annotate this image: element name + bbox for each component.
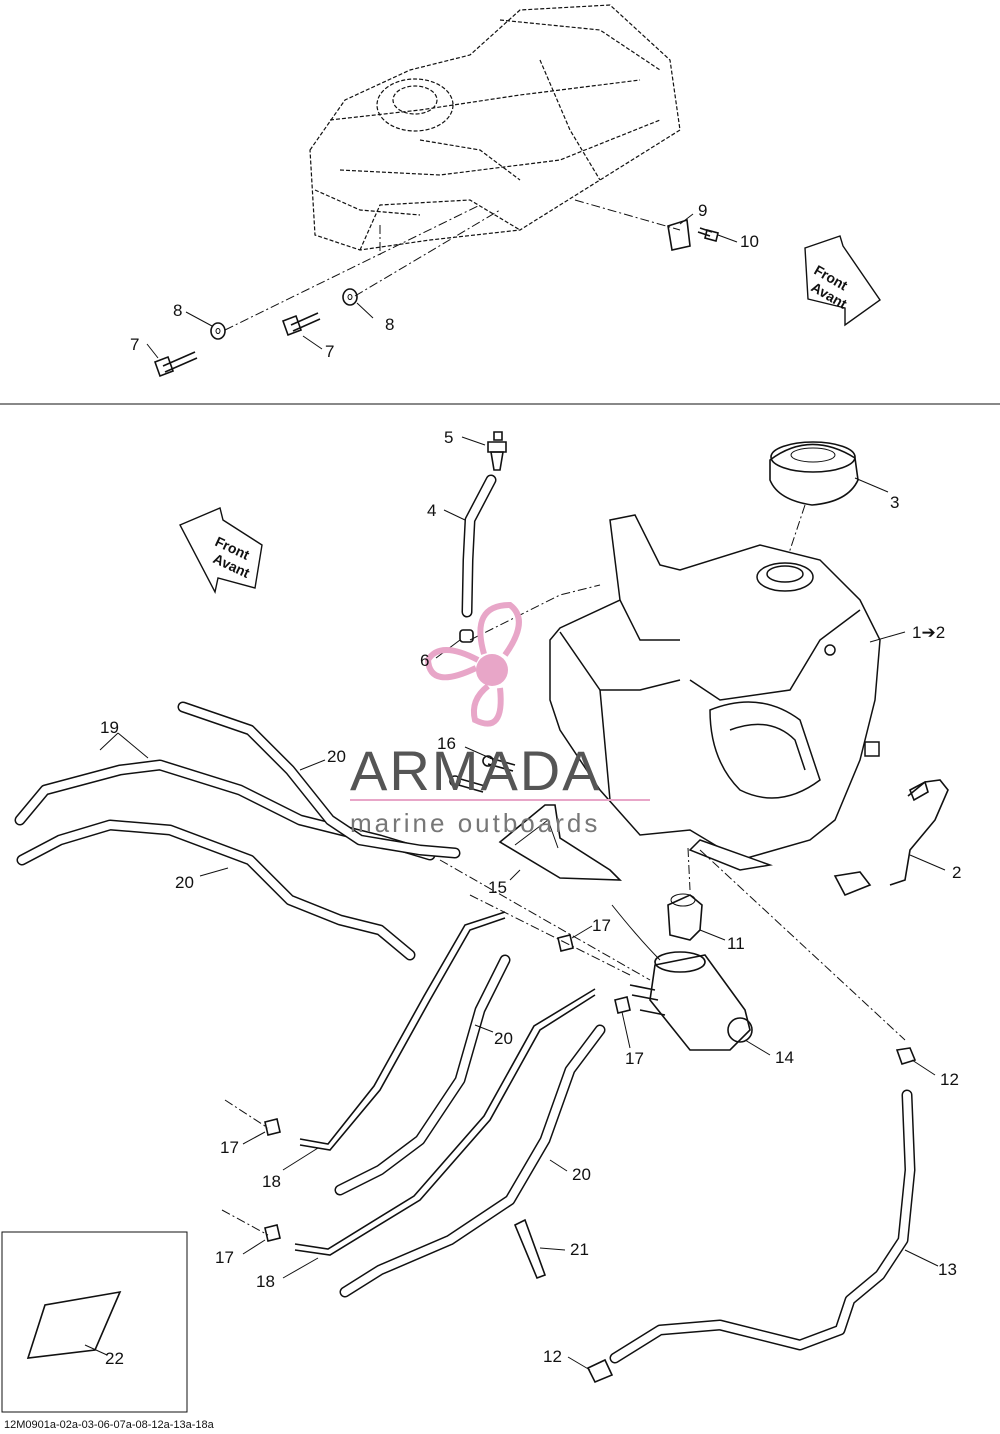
watermark: ARMADA marine outboards: [350, 601, 650, 838]
label-part-20d: 20: [572, 1165, 591, 1184]
label-part-9: 9: [698, 201, 707, 220]
bolt-part-10: [697, 227, 719, 242]
label-part-21: 21: [570, 1240, 589, 1259]
label-part-13: 13: [938, 1260, 957, 1279]
fuel-cap-part-3: [769, 441, 859, 506]
label-part-17c: 17: [220, 1138, 239, 1157]
fuel-line-part-13: [609, 1089, 916, 1364]
fuel-line-part-18-b-inner: [294, 988, 596, 1250]
fuel-pump-part-14: [629, 951, 753, 1051]
label-part-10: 10: [740, 232, 759, 251]
label-part-19: 19: [100, 718, 119, 737]
label-part-17b: 17: [625, 1049, 644, 1068]
front-direction-arrow-2: Front Avant: [179, 507, 263, 595]
leader-line: [224, 204, 481, 331]
label-part-14: 14: [775, 1048, 794, 1067]
fuel-line-part-18-b: [294, 994, 596, 1256]
leader-line: [574, 199, 681, 231]
fuel-line-part-18-a: [299, 917, 506, 1151]
label-part-22: 22: [105, 1349, 124, 1368]
label-part-18a: 18: [262, 1172, 281, 1191]
label-part-6: 6: [420, 651, 429, 670]
label-part-18b: 18: [256, 1272, 275, 1291]
label-part-17d: 17: [215, 1248, 234, 1267]
leader-line: [687, 847, 691, 891]
bracket-part-15: [498, 804, 622, 881]
watermark-subtitle: marine outboards: [350, 808, 600, 838]
fuel-tank-part-1: [549, 514, 881, 871]
level-sensor-part-2: [833, 779, 949, 897]
leader-line: [469, 894, 631, 976]
label-part-16: 16: [437, 734, 456, 753]
label-part-12b: 12: [543, 1347, 562, 1366]
label-part-20c: 20: [494, 1029, 513, 1048]
label-part-12a: 12: [940, 1070, 959, 1089]
vent-fitting-part-5: [487, 431, 507, 471]
decal-part-22-box: [1, 1231, 188, 1413]
front-direction-arrow: Front Avant: [804, 235, 881, 327]
label-part-8a: 8: [173, 301, 182, 320]
reference-code: 12M0901a-02a-03-06-07a-08-12a-13a-18a: [4, 1419, 214, 1431]
label-part-20a: 20: [327, 747, 346, 766]
watermark-name: ARMADA: [350, 739, 602, 802]
propeller-logo: [424, 601, 522, 727]
label-part-11: 11: [727, 934, 745, 953]
leader-line: [221, 1209, 269, 1236]
filter-part-11: [667, 893, 703, 941]
leader-line: [611, 904, 661, 961]
leader-line: [354, 209, 501, 297]
label-part-2: 2: [952, 863, 961, 882]
label-part-17a: 17: [592, 916, 611, 935]
label-part-3: 3: [890, 493, 899, 512]
label-part-5: 5: [444, 428, 453, 447]
ring-part-6: [459, 629, 474, 643]
frame-assembly-drawing: [309, 4, 681, 251]
bolt-part-16: [449, 755, 516, 793]
label-part-1: 1➔2: [912, 623, 945, 642]
label-part-7a: 7: [130, 335, 139, 354]
bolt-part-7: [153, 312, 321, 378]
label-part-4: 4: [427, 501, 436, 520]
label-part-8b: 8: [385, 315, 394, 334]
plate-part-9: [667, 218, 691, 251]
fuel-line-part-18-a-inner: [299, 911, 506, 1145]
part-labels: 1➔2 2 3 4 5 6 7 7 8 8 9 10 11 12 12 13 1…: [100, 201, 961, 1368]
label-part-7b: 7: [325, 342, 334, 361]
hose-part-20-c: [334, 954, 511, 1196]
washer-part-8: [210, 288, 358, 340]
leader-line: [699, 849, 906, 1041]
leader-line: [224, 1099, 269, 1129]
label-part-20b: 20: [175, 873, 194, 892]
label-part-15: 15: [488, 878, 507, 897]
clamp-part-12: [586, 1047, 917, 1384]
nut-part-17: [264, 934, 631, 1242]
leader-line: [439, 859, 651, 981]
tie-wrap-part-21: [513, 1218, 547, 1280]
